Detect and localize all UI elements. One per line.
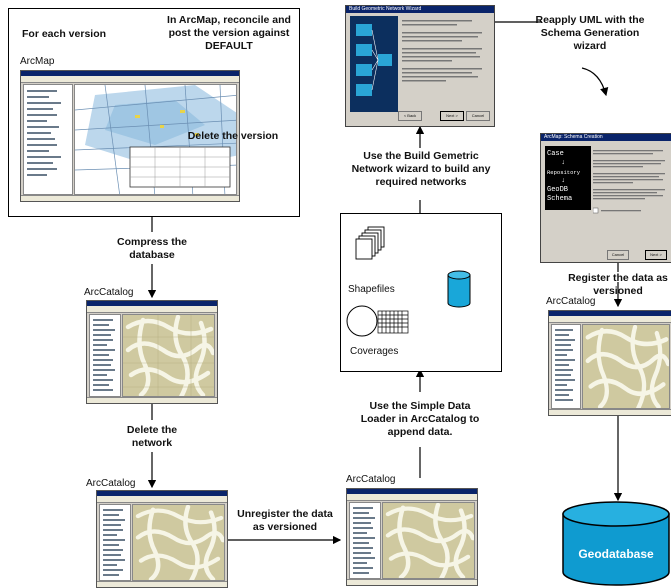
- target-database-cylinder-icon: [447, 270, 471, 308]
- step-delete-network: Delete the network: [126, 424, 178, 449]
- arccatalog-screenshot-2: [96, 490, 228, 588]
- schema-wizard-next-button[interactable]: Next >: [645, 250, 667, 260]
- data-sources-graphics: [346, 226, 471, 337]
- step-compress-database: Compress the database: [116, 236, 188, 261]
- schema-creation-wizard-dialog: ArcMap: Schema Creation Case ↓ Repositor…: [540, 133, 671, 263]
- step-for-each-version: For each version: [22, 28, 107, 40]
- network-wizard-cancel-button[interactable]: Cancel: [466, 111, 490, 121]
- step-register-versioned: Register the data as versioned: [568, 272, 668, 297]
- schema-arrow-glyph-2: ↓: [561, 177, 566, 185]
- schema-wizard-title: ArcMap: Schema Creation: [541, 134, 671, 141]
- network-wizard-back-button[interactable]: < Back: [398, 111, 422, 121]
- street-map-view-4: [583, 325, 669, 408]
- schema-wizard-cancel-button[interactable]: Cancel: [607, 250, 629, 260]
- arccatalog-screenshot-1: [86, 300, 218, 404]
- coverages-label: Coverages: [350, 346, 399, 357]
- schema-case-text: Case: [547, 150, 564, 158]
- street-map-view-3: [383, 503, 474, 578]
- network-wizard-title: Build Geometric Network Wizard: [346, 6, 494, 13]
- network-wizard-illustration: [350, 16, 398, 112]
- schema-wizard-text-lines: [593, 150, 665, 214]
- schema-repository-text: Repository: [547, 169, 581, 176]
- step-build-network: Use the Build Gemetric Network wizard to…: [351, 150, 491, 188]
- schema-wizard-illustration: Case ↓ Repository ↓ GeoDB Schema: [545, 146, 591, 210]
- schema-geodb-text: GeoDB: [547, 186, 569, 194]
- geodatabase-cylinder: [562, 501, 670, 586]
- network-wizard-text-lines: [402, 20, 482, 82]
- arccatalog-label-2: ArcCatalog: [86, 478, 136, 489]
- geodatabase-label: Geodatabase: [578, 547, 654, 561]
- step-simple-data-loader: Use the Simple Data Loader in ArcCatalog…: [360, 400, 480, 438]
- shapefiles-label: Shapefiles: [348, 284, 395, 295]
- street-map-view-2: [133, 505, 224, 580]
- step-reapply-uml: Reapply UML with the Schema Generation w…: [535, 14, 645, 52]
- arccatalog-label-3: ArcCatalog: [346, 474, 396, 485]
- arcmap-map-view: [75, 85, 236, 194]
- coverages-circle-icon: [346, 305, 378, 337]
- arcmap-screenshot: [20, 70, 240, 202]
- schema-arrow-glyph: ↓: [561, 159, 566, 167]
- coverages-grid-icon: [377, 310, 409, 334]
- schema-schema-text: Schema: [547, 195, 573, 203]
- arccatalog-screenshot-3: [346, 488, 478, 586]
- arccatalog-label-1: ArcCatalog: [84, 287, 134, 298]
- street-map-view-1: [123, 315, 214, 396]
- build-network-wizard-dialog: Build Geometric Network Wizard < Back Ne…: [345, 5, 495, 127]
- step-unregister-versioned: Unregister the data as versioned: [237, 508, 333, 533]
- step-delete-version: Delete the version: [187, 130, 279, 142]
- arcmap-label: ArcMap: [20, 56, 55, 67]
- arrow-uml-to-schema: [581, 67, 609, 97]
- network-wizard-next-button[interactable]: Next >: [440, 111, 464, 121]
- shapefiles-icon: [355, 226, 385, 260]
- step-reconcile-post: In ArcMap, reconcile and post the versio…: [167, 14, 291, 52]
- arccatalog-screenshot-4: [548, 310, 671, 416]
- arccatalog-label-4: ArcCatalog: [546, 296, 596, 307]
